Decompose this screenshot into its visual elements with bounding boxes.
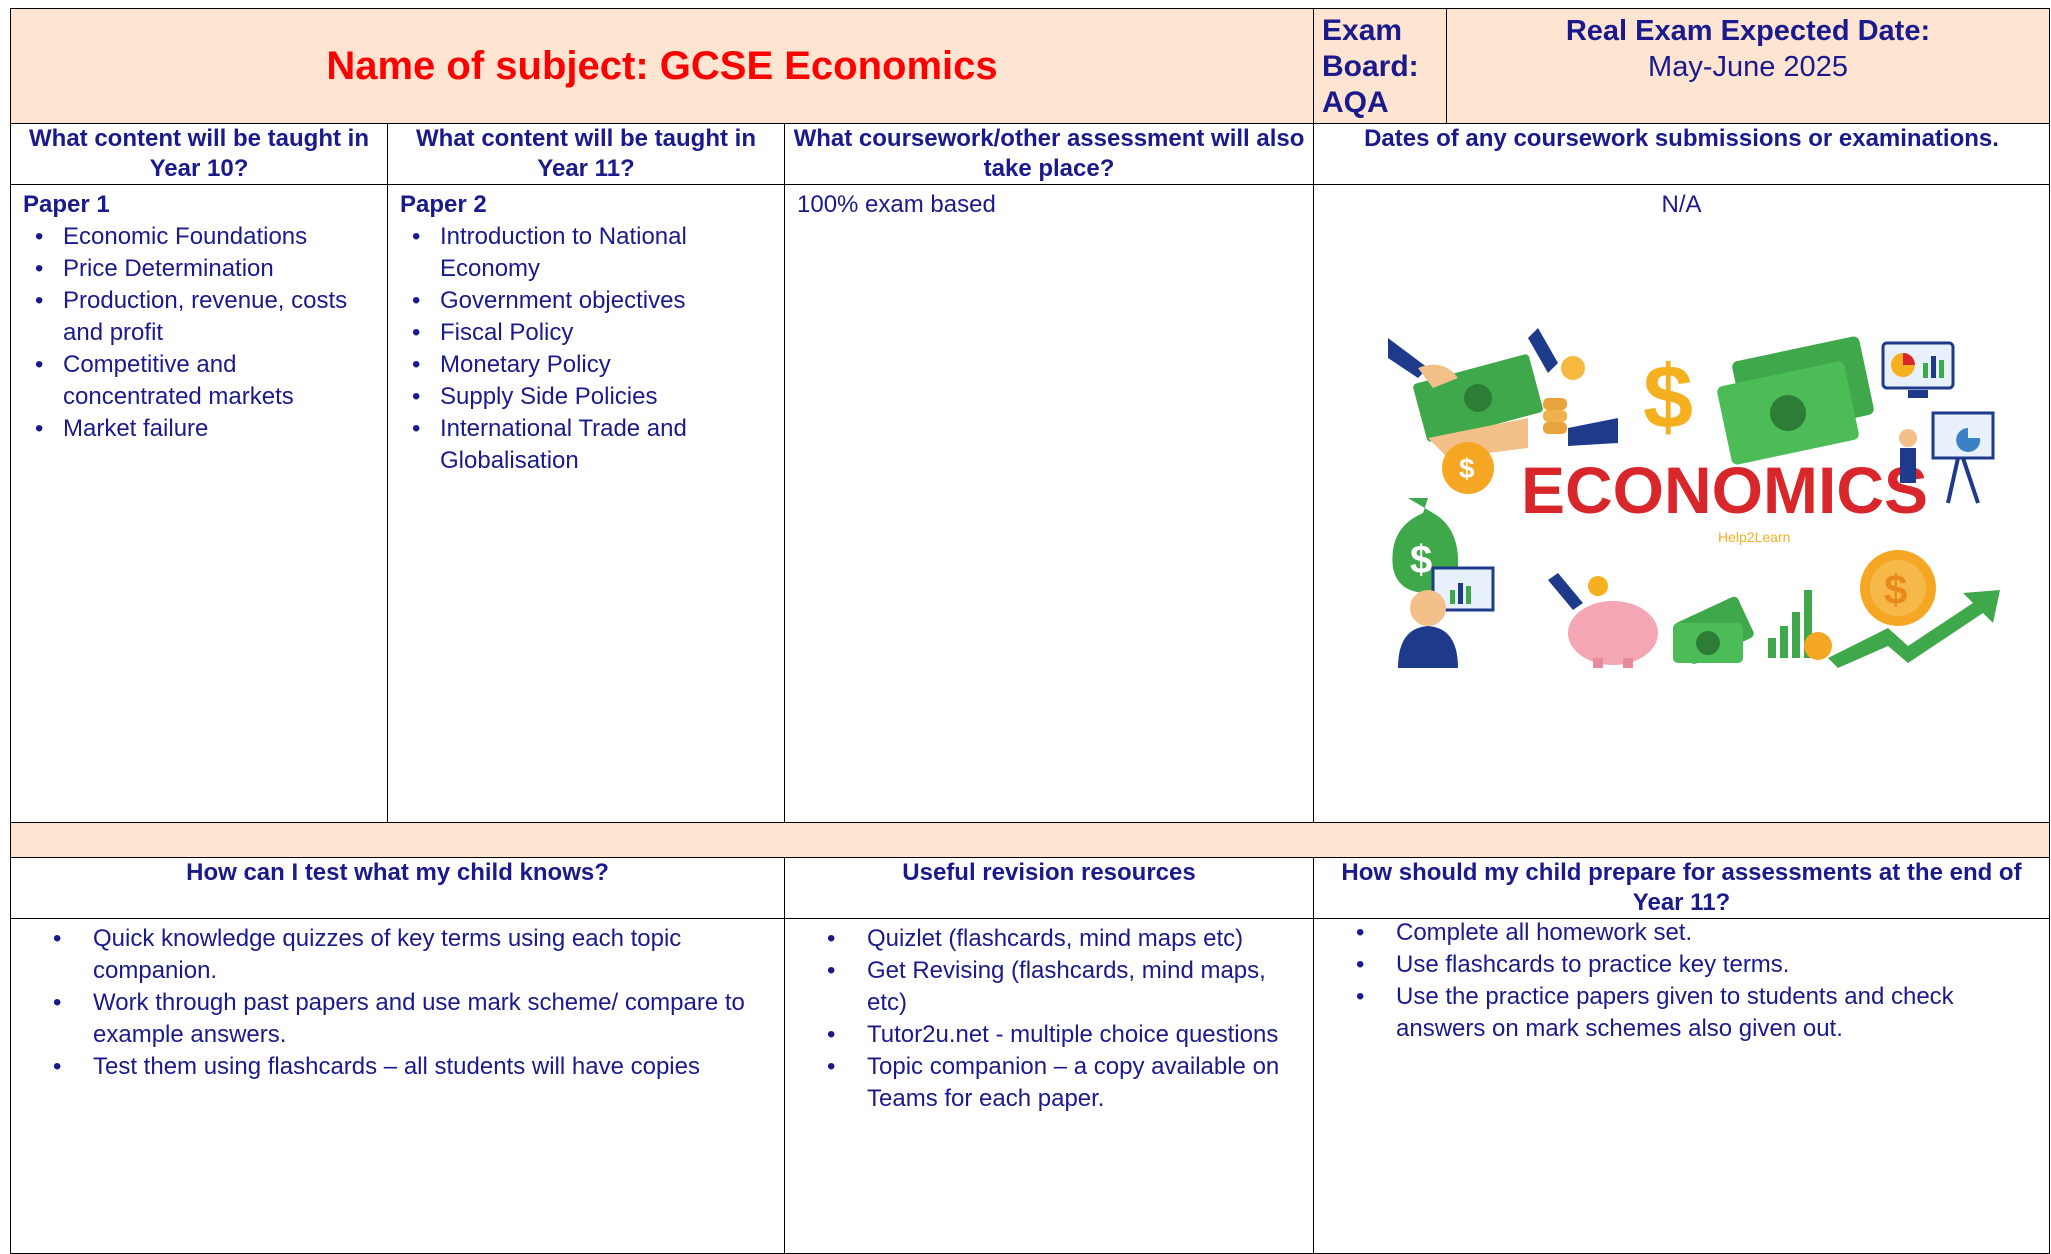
list-item: Introduction to National Economy: [400, 221, 772, 285]
resources-content: Quizlet (flashcards, mind maps etc) Get …: [784, 918, 1314, 1254]
dates-value: N/A: [1661, 191, 1702, 218]
growth-arrow-icon: [1828, 590, 2000, 668]
test-header: How can I test what my child knows?: [10, 857, 785, 919]
dates-content: N/A: [1313, 184, 2050, 823]
exam-board: Exam Board: AQA: [1313, 8, 1447, 124]
list-item: Fiscal Policy: [400, 317, 772, 349]
hand-giving-coin-icon: $: [1428, 418, 1528, 494]
list-item: Test them using flashcards – all student…: [23, 1051, 772, 1083]
list-item: Price Determination: [23, 253, 375, 285]
hand-with-cash-icon: [1388, 338, 1543, 442]
year10-content: Paper 1 Economic Foundations Price Deter…: [10, 184, 388, 823]
svg-text:$: $: [1643, 348, 1693, 448]
banknotes-icon: [1717, 336, 1874, 465]
list-item: Complete all homework set.: [1326, 917, 2037, 949]
prepare-content: Complete all homework set. Use flashcard…: [1313, 917, 2050, 1254]
list-item: Quick knowledge quizzes of key terms usi…: [23, 923, 772, 987]
dollar-sign-icon: $: [1643, 348, 1693, 448]
gold-coin-icon: $: [1860, 550, 1936, 626]
subject-info-table: Name of subject: GCSE Economics Exam Boa…: [10, 8, 2050, 1254]
exam-date-label: Real Exam Expected Date:: [1565, 15, 1931, 47]
list-item: Government objectives: [400, 285, 772, 317]
svg-text:$: $: [1884, 566, 1907, 613]
list-item: Market failure: [23, 413, 375, 445]
list-item: Quizlet (flashcards, mind maps etc): [797, 923, 1301, 955]
presenter-icon: [1899, 411, 1995, 504]
resources-header: Useful revision resources: [784, 857, 1314, 919]
list-item: Tutor2u.net - multiple choice questions: [797, 1019, 1301, 1051]
cash-stack-icon: [1673, 596, 1754, 664]
paper2-title: Paper 2: [400, 191, 487, 218]
help2learn-brand: Help2Learn: [1718, 529, 1790, 545]
test-content: Quick knowledge quizzes of key terms usi…: [10, 918, 785, 1254]
piggy-bank-icon: [1548, 573, 1658, 668]
list-item: Production, revenue, costs and profit: [23, 285, 375, 349]
resources-list: Quizlet (flashcards, mind maps etc) Get …: [797, 923, 1301, 1115]
year10-list: Economic Foundations Price Determination…: [23, 221, 375, 445]
monitor-chart-icon: [1881, 341, 1955, 398]
list-item: Use flashcards to practice key terms.: [1326, 949, 2037, 981]
exam-date-cell: Real Exam Expected Date: May-June 2025: [1446, 8, 2050, 124]
year10-header: What content will be taught in Year 10?: [10, 123, 388, 185]
list-item: Competitive and concentrated markets: [23, 349, 375, 413]
businessman-chart-icon: [1398, 566, 1495, 668]
economics-illustration: $ $ $ ECONOMICS Help2Learn: [1388, 328, 2000, 668]
divider-row: [10, 822, 2050, 858]
paper1-title: Paper 1: [23, 191, 110, 218]
hand-with-coins-icon: [1528, 328, 1618, 446]
list-item: Get Revising (flashcards, mind maps, etc…: [797, 955, 1301, 1019]
list-item: Economic Foundations: [23, 221, 375, 253]
year11-content: Paper 2 Introduction to National Economy…: [387, 184, 785, 823]
growth-bars-icon: [1768, 590, 1832, 660]
prepare-list: Complete all homework set. Use flashcard…: [1326, 917, 2037, 1045]
list-item: Monetary Policy: [400, 349, 772, 381]
year11-header: What content will be taught in Year 11?: [387, 123, 785, 185]
assessment-content: 100% exam based: [784, 184, 1314, 823]
prepare-header: How should my child prepare for assessme…: [1313, 857, 2050, 919]
assessment-header: What coursework/other assessment will al…: [784, 123, 1314, 185]
test-list: Quick knowledge quizzes of key terms usi…: [23, 923, 772, 1083]
dates-header: Dates of any coursework submissions or e…: [1313, 123, 2050, 185]
svg-text:$: $: [1410, 538, 1432, 582]
list-item: Topic companion – a copy available on Te…: [797, 1051, 1301, 1115]
subject-title: Name of subject: GCSE Economics: [10, 8, 1314, 124]
list-item: Use the practice papers given to student…: [1326, 981, 2037, 1045]
svg-text:$: $: [1459, 453, 1475, 484]
list-item: Supply Side Policies: [400, 381, 772, 413]
year11-list: Introduction to National Economy Governm…: [400, 221, 772, 477]
document-page: Name of subject: GCSE Economics Exam Boa…: [10, 8, 2050, 1254]
list-item: Work through past papers and use mark sc…: [23, 987, 772, 1051]
exam-date-value: May-June 2025: [1648, 51, 1848, 83]
list-item: International Trade and Globalisation: [400, 413, 772, 477]
economics-word: ECONOMICS: [1521, 453, 1928, 527]
